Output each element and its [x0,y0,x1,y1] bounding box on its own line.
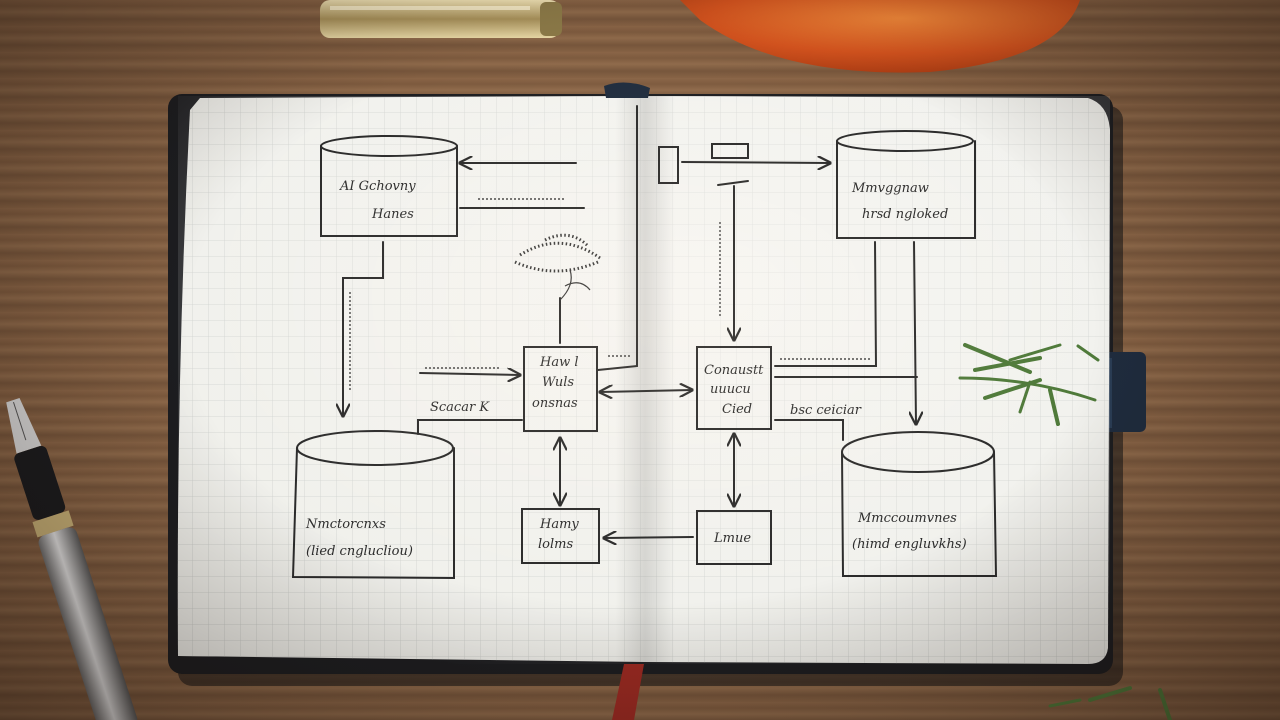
node-center-left-line3: onsnas [532,396,578,411]
node-center-right-line1: Conaustt [704,363,764,378]
plant-sprig [958,343,1172,720]
node-top-left-line1: AI Gchovny [339,179,416,194]
scribble-marks [349,198,870,392]
node-top-right-line1: Mmvggnaw [851,181,929,196]
node-bottom-left-line1: Nmctorcnxs [305,517,386,532]
bookmark-ribbon [604,82,650,720]
node-center-right-line3: Cied [722,402,752,417]
node-top-left-line2: Hanes [371,207,414,222]
node-small-left-line2: lolms [538,537,573,552]
node-small-left-line1: Hamy [539,517,579,532]
node-center-right-line2: uuucu [710,382,751,397]
notebook [168,94,1146,686]
node-bottom-right-line1: Mmccoumvnes [857,511,957,526]
fountain-pen [6,398,138,720]
node-top-right-line2: hrsd ngloked [862,207,948,222]
diagram-lines [291,105,998,580]
sketch-plant-drawing [514,233,601,301]
orange-object [680,0,1080,73]
node-bottom-left-line2: (lied cnglucliou) [306,544,413,559]
node-center-left-line2: Wuls [542,375,574,390]
pen-cap [320,0,562,38]
label-right-arrow: bsc ceiciar [790,403,862,418]
label-left-arrow: Scacar K [430,400,490,415]
diagram-text: AI Gchovny Hanes Mmvggnaw hrsd ngloked H… [305,179,967,559]
node-small-right: Lmue [713,531,751,546]
node-center-left-line1: Haw l [539,355,579,370]
node-bottom-right-line2: (himd engluvkhs) [852,537,967,552]
